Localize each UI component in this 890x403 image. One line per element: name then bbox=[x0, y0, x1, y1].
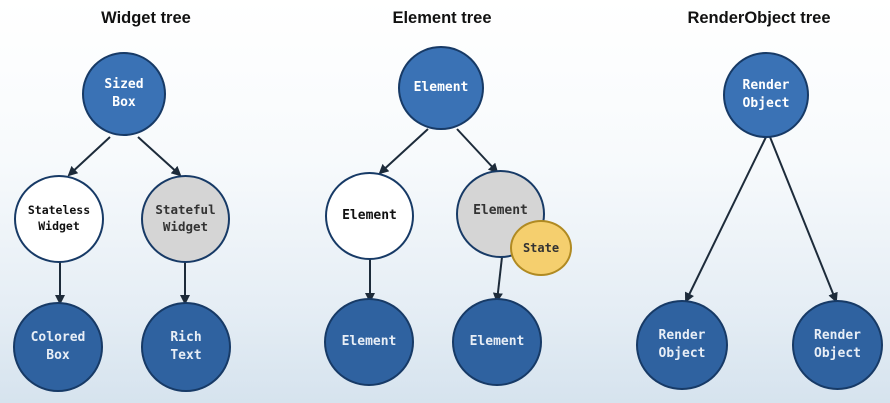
node-rich-text: Rich Text bbox=[141, 302, 231, 392]
node-state: State bbox=[510, 220, 572, 276]
edge-sizedbox-stateless bbox=[67, 136, 111, 177]
node-stateless-widget: Stateless Widget bbox=[14, 175, 104, 263]
node-render-root: Render Object bbox=[723, 52, 809, 138]
node-element-left: Element bbox=[325, 172, 414, 260]
edge-render-root-right bbox=[769, 136, 838, 303]
edge-element-root-right bbox=[456, 128, 499, 174]
node-stateful-widget: Stateful Widget bbox=[141, 175, 230, 263]
edge-element-right-bottom bbox=[492, 256, 503, 303]
widget-tree-title: Widget tree bbox=[101, 9, 191, 27]
node-element-bottom-left: Element bbox=[324, 298, 414, 386]
edge-sizedbox-stateful bbox=[137, 136, 182, 177]
edge-element-root-left bbox=[378, 128, 429, 175]
render-tree-title: RenderObject tree bbox=[687, 9, 831, 27]
node-element-root: Element bbox=[398, 46, 484, 130]
element-tree-title: Element tree bbox=[392, 9, 492, 27]
node-element-bottom-right: Element bbox=[452, 298, 542, 386]
node-colored-box: Colored Box bbox=[13, 302, 103, 392]
node-sized-box: Sized Box bbox=[82, 52, 166, 136]
node-render-left: Render Object bbox=[636, 300, 728, 390]
edge-render-root-left bbox=[685, 136, 767, 303]
node-render-right: Render Object bbox=[792, 300, 883, 390]
